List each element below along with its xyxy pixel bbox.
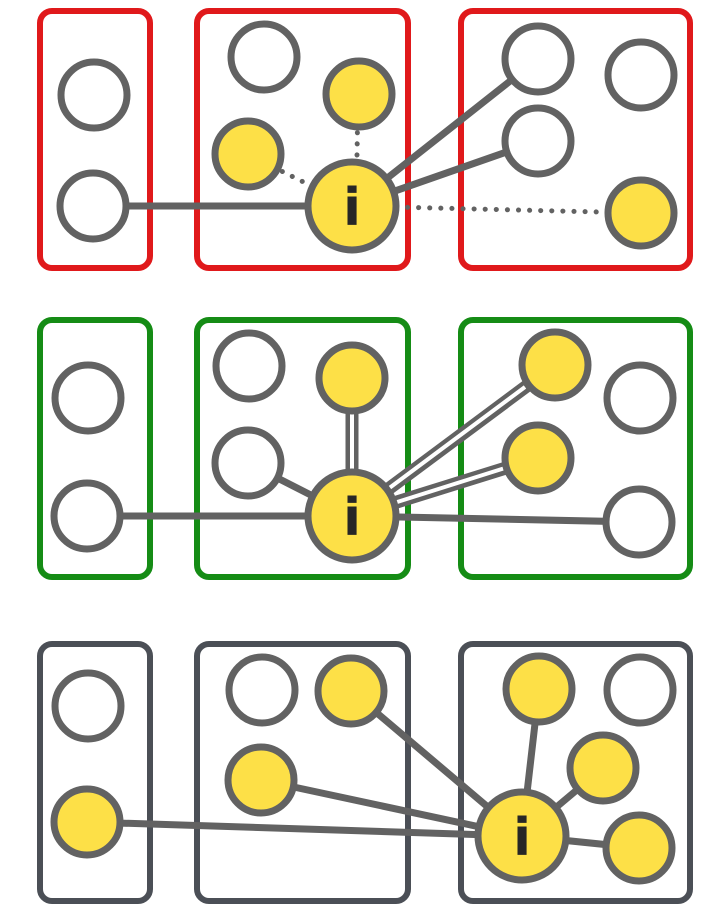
- panel-2: i: [37, 317, 693, 580]
- panel-3-group-middle: [194, 641, 411, 904]
- panel-2-hub-node: [304, 468, 400, 564]
- panel-1-node: [501, 104, 575, 178]
- panel-1-dotted-edge: [246, 152, 355, 209]
- panel-1-node-active: [322, 57, 396, 131]
- panel-1-group-middle: [194, 8, 411, 271]
- panel-2-node-active: [518, 328, 592, 402]
- panel-2-group-middle: [194, 317, 411, 580]
- panel-2-double-edge-gap: [393, 466, 506, 505]
- panel-2-node-active: [501, 421, 575, 495]
- panel-1-group-left: [37, 8, 153, 271]
- panel-3-node-active: [502, 652, 576, 726]
- panel-1-hub-label: i: [343, 178, 361, 238]
- panel-2-node: [211, 426, 285, 500]
- panel-2-node: [602, 485, 676, 559]
- panel-2-group-right: [458, 317, 693, 580]
- panel-2-node: [51, 361, 125, 435]
- panel-1-node-active: [211, 117, 285, 191]
- panel-1: i: [37, 8, 693, 271]
- panel-3-hub-node: [474, 788, 570, 884]
- panel-3-group-right: [458, 641, 693, 904]
- panel-3-node: [225, 653, 299, 727]
- panel-3-node-active: [50, 785, 124, 859]
- panel-3-node-active: [314, 654, 388, 728]
- panel-1-node: [501, 22, 575, 96]
- panel-2-node: [603, 361, 677, 435]
- panel-2-double-edge-gap: [386, 385, 527, 491]
- panel-1-node: [56, 169, 130, 243]
- panel-2-edge: [348, 512, 643, 526]
- panel-1-node: [57, 58, 131, 132]
- panel-2-group-left: [37, 317, 153, 580]
- panel-3-node-active: [602, 811, 676, 885]
- panel-2-hub-label: i: [343, 488, 361, 548]
- panel-2-node-active: [315, 341, 389, 415]
- panel-1-node: [227, 20, 301, 94]
- panel-1-hub-node: [304, 158, 400, 254]
- panel-1-node-active: [604, 176, 678, 250]
- panel-3-group-left: [37, 641, 153, 904]
- panel-1-dotted-edge: [354, 93, 361, 158]
- panel-3-edge: [83, 818, 526, 840]
- panel-2-node: [212, 329, 286, 403]
- panel-3-node-active: [224, 743, 298, 817]
- panel-3-node-active: [566, 731, 640, 805]
- panel-3-node: [51, 669, 125, 743]
- panel-3-hub-label: i: [513, 808, 531, 868]
- panel-1-dotted-edge: [349, 203, 644, 216]
- panel-1-node: [604, 38, 678, 112]
- panel-2-node: [50, 479, 124, 553]
- panel-3-node: [603, 653, 677, 727]
- panel-1-group-right: [458, 8, 693, 271]
- panel-3: i: [37, 641, 693, 904]
